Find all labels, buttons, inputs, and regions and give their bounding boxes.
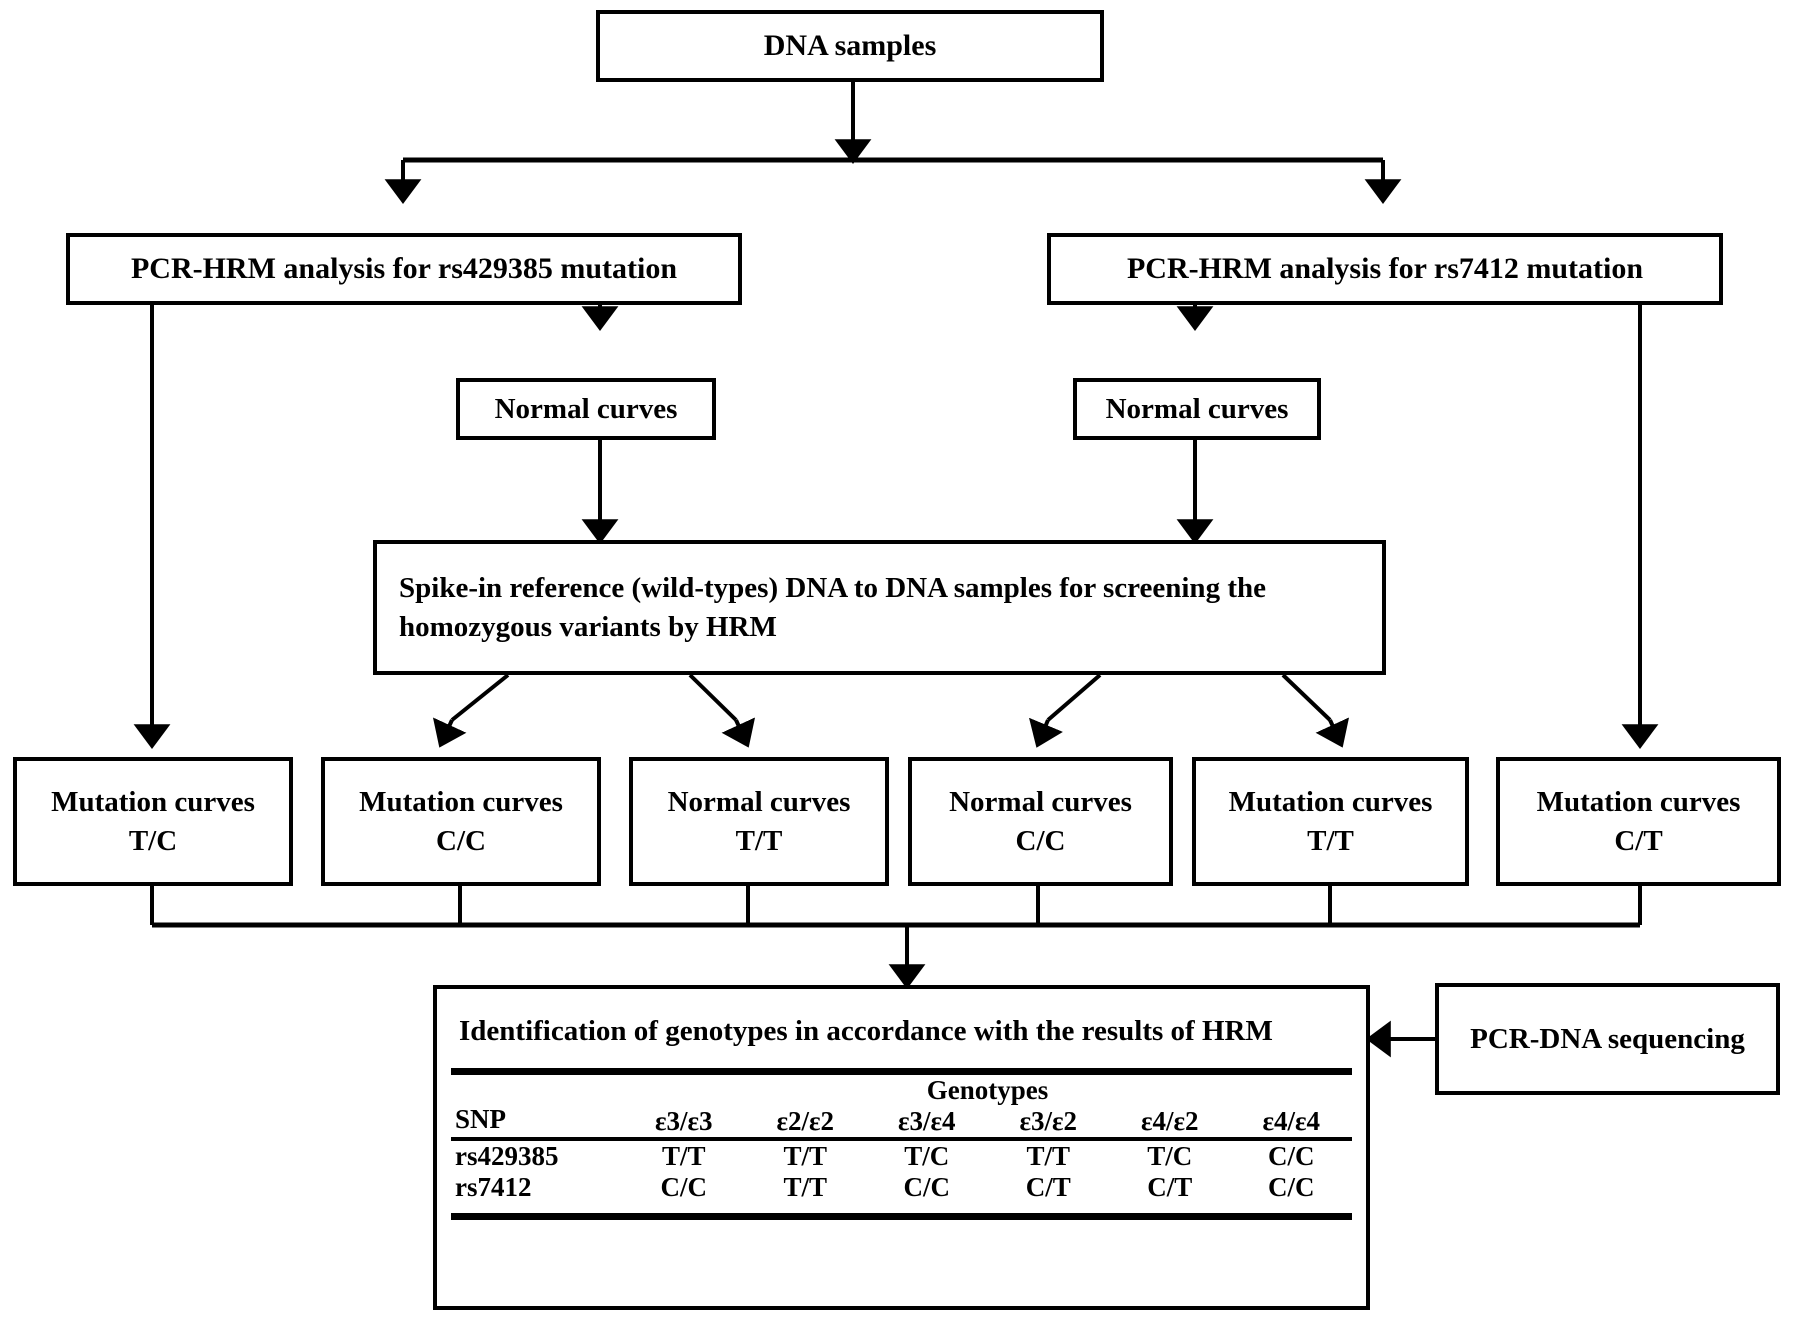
- node-result-5-genotype: T/T: [1307, 824, 1354, 857]
- node-result-6[interactable]: Mutation curves C/T: [1496, 757, 1781, 886]
- wire-spikein-d3-arrow: [1029, 717, 1063, 748]
- table-row-1-snp: rs7412: [455, 1172, 532, 1202]
- table-col-header-2: ε3/ε4: [897, 1106, 956, 1136]
- wire-spikein-d2-arrow: [721, 717, 756, 748]
- node-pcr-hrm-rs429385-label: PCR-HRM analysis for rs429385 mutation: [130, 252, 678, 286]
- node-result-4-genotype: C/C: [1015, 824, 1066, 857]
- node-result-3-genotype: T/T: [735, 824, 783, 857]
- table-col-header-0: ε3/ε3: [654, 1106, 713, 1136]
- table-col-header-3: ε3/ε2: [1019, 1106, 1078, 1136]
- table-bottom-space: [437, 1220, 1366, 1258]
- node-normal-curves-left[interactable]: Normal curves: [456, 378, 716, 440]
- node-dna-samples[interactable]: DNA samples: [596, 10, 1104, 82]
- node-normal-curves-left-label: Normal curves: [494, 392, 678, 425]
- table-bottom-rule: [451, 1213, 1352, 1220]
- table-row: rs7412 C/C T/T C/C C/T C/T C/C: [451, 1172, 1352, 1203]
- node-result-1[interactable]: Mutation curves T/C: [13, 757, 293, 886]
- table-header-genotypes: Genotypes: [926, 1075, 1049, 1105]
- table-row-1-val-1: T/T: [783, 1172, 828, 1202]
- wire-spikein-d2: [688, 673, 738, 722]
- node-pcr-hrm-rs429385[interactable]: PCR-HRM analysis for rs429385 mutation: [66, 233, 742, 305]
- node-result-4[interactable]: Normal curves C/C: [908, 757, 1173, 886]
- node-result-3-curve: Normal curves: [667, 786, 851, 819]
- table-mid-rule: [451, 1137, 1352, 1141]
- wire-spikein-d3: [1046, 673, 1102, 722]
- table-row-0-val-0: T/T: [661, 1141, 706, 1171]
- node-identification-of-genotypes[interactable]: Identification of genotypes in accordanc…: [433, 985, 1370, 1310]
- wire-spikein-d4: [1281, 673, 1332, 722]
- table-row-1-val-2: C/C: [903, 1172, 951, 1202]
- genotype-table: SNP Genotypes ε3/ε3 ε2/ε2 ε3/ε4 ε3/ε2 ε4…: [451, 1075, 1352, 1137]
- genotype-table-body: rs429385 T/T T/T T/C T/T T/C C/C rs7412 …: [451, 1141, 1352, 1203]
- node-result-1-curve: Mutation curves: [51, 786, 255, 819]
- table-col-header-5: ε4/ε4: [1262, 1106, 1321, 1136]
- node-dna-samples-label: DNA samples: [763, 29, 937, 63]
- table-header-snp: SNP: [455, 1103, 507, 1134]
- node-pcr-hrm-rs7412-label: PCR-HRM analysis for rs7412 mutation: [1126, 252, 1644, 286]
- table-col-header-1: ε2/ε2: [776, 1106, 835, 1136]
- table-row-1-val-3: C/T: [1025, 1172, 1071, 1202]
- node-pcr-dna-sequencing[interactable]: PCR-DNA sequencing: [1435, 983, 1780, 1095]
- table-subheader-row: ε3/ε3 ε2/ε2 ε3/ε4 ε3/ε2 ε4/ε2 ε4/ε4: [451, 1106, 1352, 1137]
- wire-spikein-d4-arrow: [1315, 717, 1350, 748]
- node-result-6-genotype: C/T: [1614, 824, 1663, 857]
- node-normal-curves-right[interactable]: Normal curves: [1073, 378, 1321, 440]
- wire-spikein-d1-arrow: [432, 717, 467, 748]
- node-pcr-hrm-rs7412[interactable]: PCR-HRM analysis for rs7412 mutation: [1047, 233, 1723, 305]
- table-row-0-val-1: T/T: [783, 1141, 828, 1171]
- node-result-2-curve: Mutation curves: [359, 786, 563, 819]
- wire-spikein-d1: [450, 673, 510, 722]
- node-result-5[interactable]: Mutation curves T/T: [1192, 757, 1469, 886]
- table-col-header-4: ε4/ε2: [1140, 1106, 1199, 1136]
- node-normal-curves-right-label: Normal curves: [1105, 392, 1289, 425]
- table-row-1-val-0: C/C: [660, 1172, 708, 1202]
- node-spike-in-line2: homozygous variants by HRM: [399, 610, 777, 643]
- node-result-4-curve: Normal curves: [949, 786, 1132, 819]
- table-row-1-val-5: C/C: [1268, 1172, 1315, 1202]
- table-row-1-val-4: C/T: [1147, 1172, 1193, 1202]
- node-result-5-curve: Mutation curves: [1228, 786, 1433, 819]
- table-top-rule: [451, 1068, 1352, 1075]
- identification-title: Identification of genotypes in accordanc…: [459, 1015, 1273, 1047]
- table-row-0-val-2: T/C: [904, 1141, 950, 1171]
- table-row-0-val-5: C/C: [1268, 1141, 1315, 1171]
- node-spike-in-reference[interactable]: Spike-in reference (wild-types) DNA to D…: [373, 540, 1386, 675]
- node-result-1-genotype: T/C: [128, 824, 178, 857]
- node-result-3[interactable]: Normal curves T/T: [629, 757, 889, 886]
- node-pcr-dna-sequencing-label: PCR-DNA sequencing: [1470, 1022, 1745, 1055]
- node-result-6-curve: Mutation curves: [1536, 786, 1741, 819]
- table-row-0-val-4: T/C: [1147, 1141, 1193, 1171]
- table-row-0-val-3: T/T: [1026, 1141, 1071, 1171]
- table-row: rs429385 T/T T/T T/C T/T T/C C/C: [451, 1141, 1352, 1172]
- node-result-2[interactable]: Mutation curves C/C: [321, 757, 601, 886]
- table-row-0-snp: rs429385: [455, 1141, 559, 1171]
- table-group-header-row: SNP Genotypes: [451, 1075, 1352, 1134]
- node-result-2-genotype: C/C: [436, 824, 486, 857]
- node-spike-in-line1: Spike-in reference (wild-types) DNA to D…: [399, 572, 1266, 605]
